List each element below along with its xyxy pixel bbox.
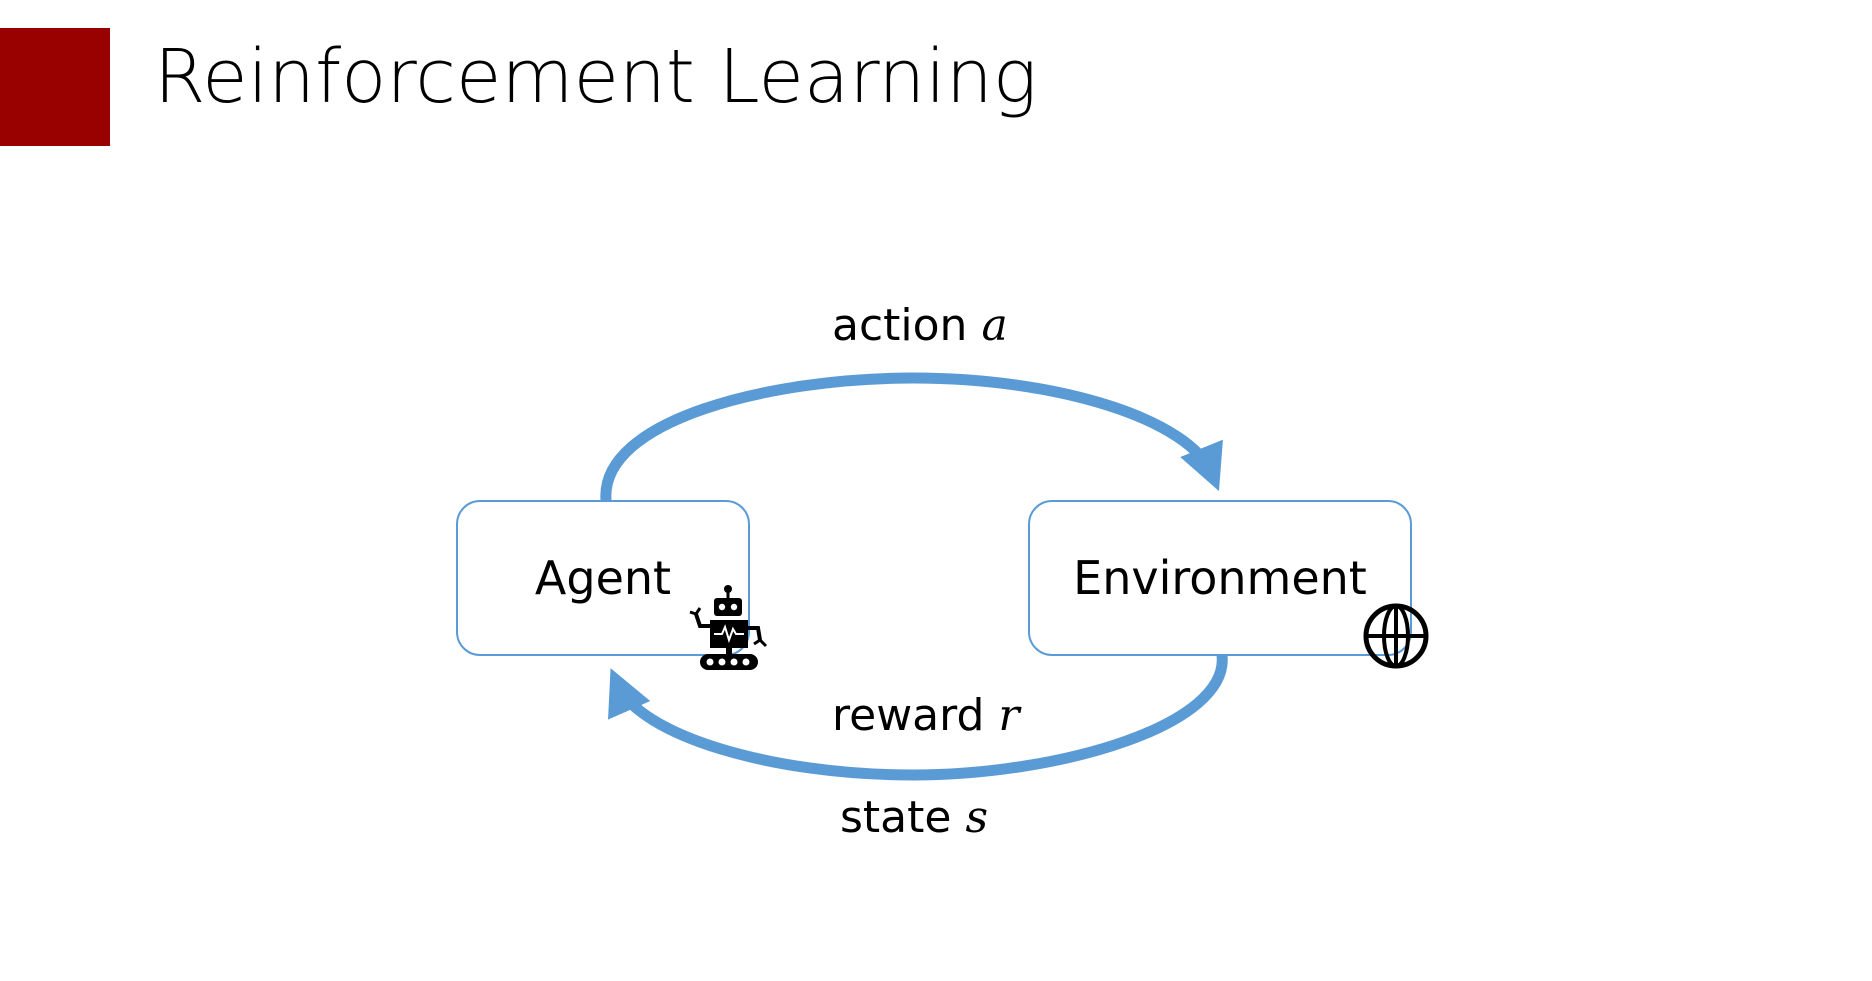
state-reward-arrow bbox=[608, 649, 1228, 781]
slide-title: Reinforcement Learning bbox=[154, 34, 1038, 120]
robot-icon bbox=[689, 585, 768, 670]
state-label: state s bbox=[840, 792, 988, 843]
environment-node: Environment bbox=[1028, 500, 1412, 656]
environment-label: Environment bbox=[1073, 551, 1367, 605]
globe-icon bbox=[1363, 603, 1429, 669]
reward-label: reward r bbox=[832, 690, 1019, 741]
action-arrow bbox=[600, 372, 1223, 506]
agent-node: Agent bbox=[456, 500, 750, 656]
state-variable: s bbox=[965, 792, 989, 843]
reward-variable: r bbox=[998, 690, 1020, 741]
reward-label-text: reward bbox=[832, 690, 985, 741]
agent-label: Agent bbox=[534, 551, 672, 605]
state-label-text: state bbox=[840, 792, 952, 843]
action-label: action a bbox=[832, 300, 1008, 351]
action-variable: a bbox=[981, 300, 1008, 351]
action-label-text: action bbox=[832, 300, 968, 351]
title-accent-bar bbox=[0, 28, 110, 146]
